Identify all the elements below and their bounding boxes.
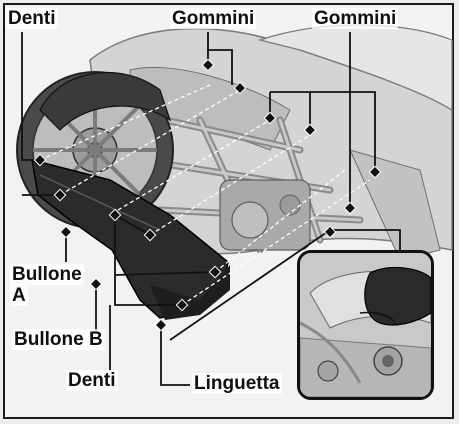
label-gommini-right: Gommini	[312, 8, 398, 29]
detail-inset	[297, 250, 434, 400]
label-denti-bottom: Denti	[66, 370, 118, 391]
label-denti-top: Denti	[6, 8, 58, 29]
label-gommini-left: Gommini	[170, 8, 256, 29]
detail-inset-drawing	[300, 253, 431, 397]
label-bullone-a-line1: Bullone	[10, 264, 84, 285]
label-bullone-a-line2: A	[10, 285, 28, 306]
marker-diamond-icon	[155, 319, 166, 330]
marker-diamond-icon	[60, 226, 71, 237]
marker-diamond-icon	[90, 278, 101, 289]
label-linguetta: Linguetta	[192, 373, 282, 394]
label-bullone-b: Bullone B	[12, 329, 105, 350]
